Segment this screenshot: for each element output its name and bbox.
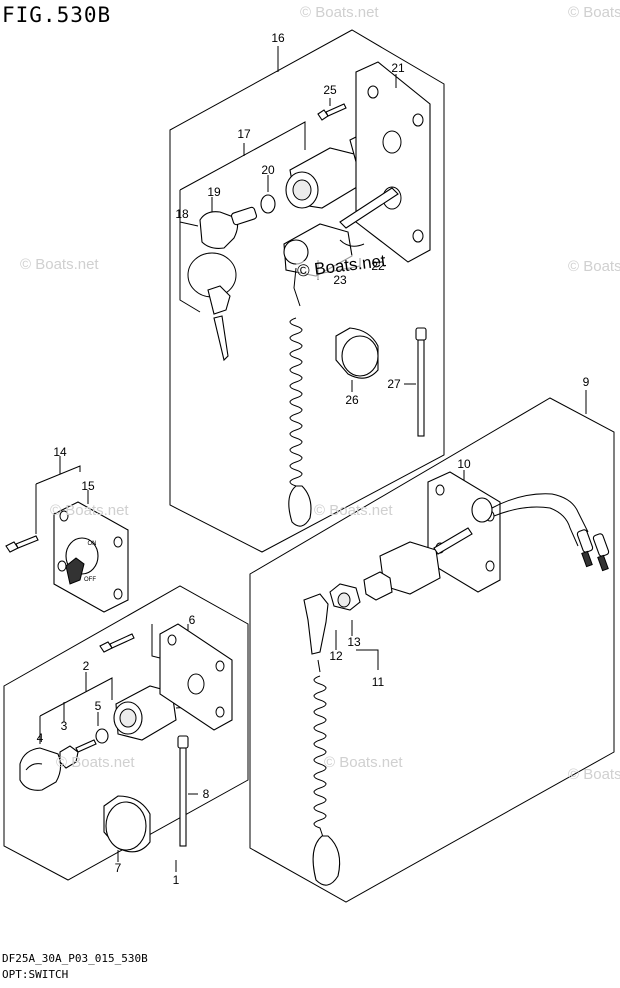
callout-25: 25 bbox=[323, 83, 337, 97]
group-16-outline bbox=[169, 29, 445, 553]
callout-22: 22 bbox=[371, 259, 385, 273]
watermark: © Boats.net bbox=[300, 4, 379, 21]
callout-16: 16 bbox=[271, 31, 285, 45]
callout-8: 8 bbox=[202, 787, 210, 801]
callout-11: 11 bbox=[371, 675, 385, 689]
switch-cap-7 bbox=[103, 795, 151, 853]
watermark: © Boats.net bbox=[56, 754, 135, 771]
callout-23: 23 bbox=[333, 273, 347, 287]
callout-17: 17 bbox=[237, 127, 251, 141]
callout-12: 12 bbox=[329, 649, 343, 663]
lanyard-clip-upper bbox=[288, 485, 312, 527]
washer-20 bbox=[260, 194, 276, 214]
callout-6: 6 bbox=[188, 613, 196, 627]
watermark: © Boats.net bbox=[324, 754, 403, 771]
cable-tie-8 bbox=[177, 735, 189, 847]
callout-27: 27 bbox=[387, 377, 401, 391]
screw-25 bbox=[317, 103, 347, 121]
lanyard-clip-12 bbox=[303, 593, 329, 655]
callout-26: 26 bbox=[345, 393, 359, 407]
watermark: © Boats.net bbox=[568, 766, 620, 783]
bracket-6 bbox=[151, 624, 161, 659]
group-1-outline bbox=[3, 585, 249, 881]
switch-label-on: ON bbox=[87, 541, 97, 547]
nut-13 bbox=[329, 583, 361, 611]
bracket-14 bbox=[35, 465, 81, 485]
stop-switch-lower bbox=[363, 527, 473, 601]
callout-13: 13 bbox=[347, 635, 361, 649]
callout-20: 20 bbox=[261, 163, 275, 177]
panel-switch-15 bbox=[53, 501, 129, 613]
watermark: © Boats.net bbox=[568, 4, 620, 21]
lanyard-clip-lower bbox=[312, 835, 341, 886]
callout-1: 1 bbox=[172, 873, 180, 887]
callout-3: 3 bbox=[60, 719, 68, 733]
figure-title: FIG.530B bbox=[2, 3, 112, 27]
leader-18 bbox=[179, 221, 199, 227]
callout-21: 21 bbox=[391, 61, 405, 75]
callout-2: 2 bbox=[82, 659, 90, 673]
key-3 bbox=[59, 739, 97, 769]
watermark: © Boats.net bbox=[314, 502, 393, 519]
screw-6 bbox=[99, 633, 135, 653]
switch-label-off: OFF bbox=[84, 577, 96, 583]
model-line: DF25A_30A_P03_015_530B bbox=[2, 952, 148, 965]
switch-cap-26 bbox=[335, 327, 379, 379]
panel-plate-21 bbox=[355, 61, 431, 263]
callout-19: 19 bbox=[207, 185, 221, 199]
washer-5 bbox=[95, 728, 109, 744]
key-holder-4 bbox=[19, 747, 62, 791]
screw-14 bbox=[5, 535, 39, 553]
callout-14: 14 bbox=[53, 445, 67, 459]
callout-5: 5 bbox=[94, 699, 102, 713]
cable-tie-27 bbox=[415, 327, 427, 437]
callout-4: 4 bbox=[36, 731, 44, 745]
section-name: OPT:SWITCH bbox=[2, 968, 69, 981]
callout-9: 9 bbox=[582, 375, 590, 389]
lanyard-cord-lower bbox=[313, 659, 327, 841]
bracket-17-left bbox=[179, 190, 201, 313]
group-9-outline bbox=[249, 397, 615, 903]
lanyard-cord-upper bbox=[289, 267, 303, 497]
ignition-key-19 bbox=[187, 206, 258, 362]
watermark: © Boats.net bbox=[50, 502, 129, 519]
wire-harness-10 bbox=[491, 493, 589, 547]
watermark: © Boats.net bbox=[20, 256, 99, 273]
wire-connectors-10 bbox=[576, 529, 610, 572]
callout-18: 18 bbox=[175, 207, 189, 221]
watermark: © Boats.net bbox=[568, 258, 620, 275]
bracket-17-top bbox=[179, 121, 306, 191]
panel-plate-6 bbox=[159, 623, 233, 731]
callout-15: 15 bbox=[81, 479, 95, 493]
leader-11 bbox=[356, 649, 379, 670]
callout-10: 10 bbox=[457, 457, 471, 471]
callout-7: 7 bbox=[114, 861, 122, 875]
